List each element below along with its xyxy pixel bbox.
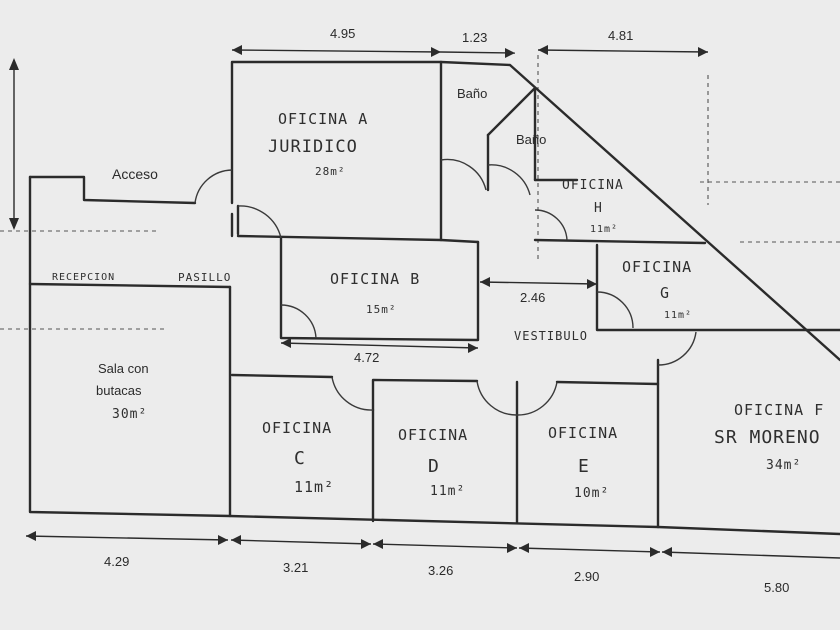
door-oficina-h <box>534 209 568 241</box>
dim-vestibulo: 2.46 <box>520 290 545 305</box>
vestibulo-label: VESTIBULO <box>514 329 588 343</box>
dim-bottom-e: 5.80 <box>764 580 789 595</box>
acceso-label: Acceso <box>112 166 158 182</box>
door-oficina-g <box>596 291 634 329</box>
oficina-e-letter: E <box>578 456 590 477</box>
oficina-a-area: 28m² <box>315 165 346 178</box>
pasillo-label: PASILLO <box>178 271 231 284</box>
oficina-d-letter: D <box>428 456 440 477</box>
oficina-e-title: OFICINA <box>548 424 618 442</box>
oficina-c-letter: C <box>294 448 306 469</box>
dim-bottom-c: 3.26 <box>428 563 453 578</box>
recepcion-label: RECEPCION <box>52 272 115 283</box>
door-oficina-f <box>657 331 697 366</box>
door-pasillo <box>237 205 282 239</box>
oficina-f-title: OFICINA F <box>734 401 824 419</box>
dimension-lines <box>9 45 840 559</box>
bano-2-label: Baño <box>516 132 546 147</box>
door-oficina-e <box>516 381 558 416</box>
bano-1-label: Baño <box>457 86 487 101</box>
dim-top-c: 4.81 <box>608 28 633 43</box>
oficina-d-area: 11m² <box>430 484 465 499</box>
sala-area: 30m² <box>112 407 147 422</box>
oficina-a-title: OFICINA A <box>278 110 368 128</box>
sala-line2: butacas <box>96 383 142 398</box>
oficina-h-area: 11m² <box>590 224 618 235</box>
dimension-labels: 4.95 1.23 4.81 4.72 2.46 4.29 3.21 3.26 … <box>104 26 789 595</box>
room-labels: OFICINA A JURIDICO 28m² Baño Baño OFICIN… <box>52 86 824 501</box>
door-bano-2 <box>487 164 531 196</box>
oficina-f-subtitle: SR MORENO <box>714 427 821 448</box>
oficina-d-title: OFICINA <box>398 426 468 444</box>
door-oficina-c <box>331 376 374 411</box>
oficina-c-title: OFICINA <box>262 419 332 437</box>
oficina-c-area: 11m² <box>294 478 334 496</box>
dim-bottom-a: 4.29 <box>104 554 129 569</box>
door-swings <box>194 158 697 416</box>
oficina-g-area: 11m² <box>664 310 692 321</box>
dim-bottom-d: 2.90 <box>574 569 599 584</box>
door-oficina-d <box>476 380 518 416</box>
oficina-b-title: OFICINA B <box>330 270 420 288</box>
oficina-h-letter: H <box>594 201 603 216</box>
walls <box>28 60 840 536</box>
door-bano-1 <box>440 158 487 191</box>
oficina-f-area: 34m² <box>766 458 801 473</box>
oficina-e-area: 10m² <box>574 486 609 501</box>
oficina-b-area: 15m² <box>366 303 397 316</box>
door-oficina-b <box>280 304 317 339</box>
dim-top-a: 4.95 <box>330 26 355 41</box>
oficina-g-letter: G <box>660 284 670 302</box>
oficina-g-title: OFICINA <box>622 258 692 276</box>
oficina-a-subtitle: JURIDICO <box>268 137 358 157</box>
door-oficina-a <box>194 169 233 204</box>
oficina-h-title: OFICINA <box>562 178 624 193</box>
dim-bottom-b: 3.21 <box>283 560 308 575</box>
dim-oficina-b: 4.72 <box>354 350 379 365</box>
dim-top-b: 1.23 <box>462 30 487 45</box>
sala-line1: Sala con <box>98 361 149 376</box>
